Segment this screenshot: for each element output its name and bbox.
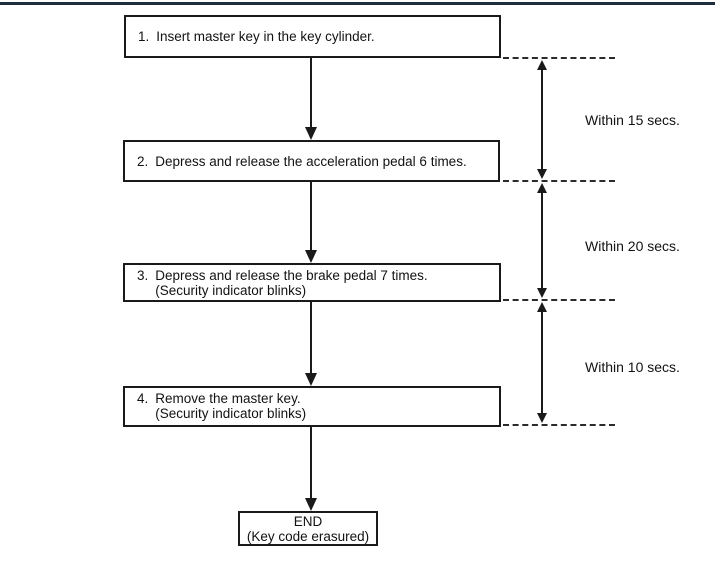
- step-4-box: 4. Remove the master key. (Security indi…: [123, 386, 501, 427]
- step-1-box: 1. Insert master key in the key cylinder…: [124, 15, 501, 58]
- step-2-box: 2. Depress and release the acceleration …: [123, 140, 500, 182]
- dashed-line-1: [503, 57, 615, 59]
- top-divider-rule: [0, 2, 715, 5]
- flow-arrow-2-icon: [305, 182, 317, 263]
- timer-label-10s: Within 10 secs.: [585, 359, 680, 375]
- step-1-number: 1.: [138, 29, 150, 44]
- end-subtitle: (Key code erasured): [246, 529, 370, 544]
- end-box: END (Key code erasured): [238, 511, 378, 546]
- dashed-line-3: [503, 299, 615, 301]
- step-1-text: Insert master key in the key cylinder.: [156, 29, 375, 44]
- step-4-line-1: Remove the master key.: [155, 391, 301, 406]
- flow-arrow-1-icon: [305, 58, 317, 140]
- timer-label-20s: Within 20 secs.: [585, 238, 680, 254]
- dashed-line-4: [503, 424, 615, 426]
- step-3-box: 3. Depress and release the brake pedal 7…: [123, 263, 501, 302]
- step-4-text: Remove the master key. (Security indicat…: [155, 391, 499, 425]
- step-2-number: 2.: [137, 153, 149, 169]
- step-2-text: Depress and release the acceleration ped…: [155, 153, 467, 169]
- step-4-number: 4.: [137, 391, 149, 406]
- flow-arrow-4-icon: [305, 427, 317, 511]
- timer-arrow-3-icon: [537, 302, 547, 423]
- flow-arrow-3-icon: [305, 301, 317, 386]
- step-4-line-2: (Security indicator blinks): [155, 406, 307, 421]
- step-3-text: Depress and release the brake pedal 7 ti…: [155, 268, 499, 300]
- timer-arrow-1-icon: [537, 60, 547, 179]
- end-title: END: [293, 514, 323, 529]
- step-3-line-1: Depress and release the brake pedal 7 ti…: [155, 268, 428, 283]
- timer-label-15s: Within 15 secs.: [585, 112, 680, 128]
- dashed-line-2: [503, 180, 615, 182]
- timer-arrow-2-icon: [537, 183, 547, 298]
- step-3-line-2: (Security indicator blinks): [155, 283, 307, 298]
- step-3-number: 3.: [137, 268, 149, 283]
